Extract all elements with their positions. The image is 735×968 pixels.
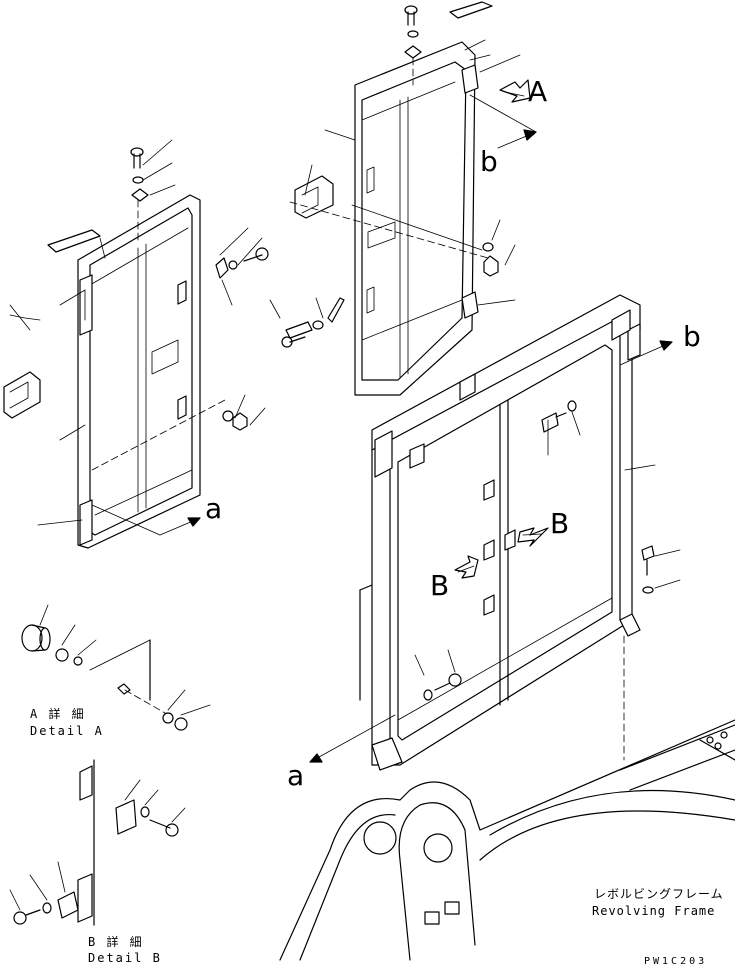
main-frame bbox=[359, 294, 641, 771]
arrow-label-b-upper: b bbox=[480, 145, 498, 178]
detail-b-title-en: Detail B bbox=[88, 951, 162, 965]
revolving-frame-label-jp: レボルビングフレーム bbox=[594, 887, 724, 901]
detail-a-drawing bbox=[21, 624, 188, 731]
arrow-label-b-right: b bbox=[683, 320, 701, 353]
view-arrow-label-B-left: B bbox=[430, 569, 450, 602]
detail-a-title-en: Detail A bbox=[30, 724, 104, 738]
revolving-frame-label-en: Revolving Frame bbox=[592, 904, 716, 918]
view-arrow-label-A: A bbox=[528, 75, 548, 108]
view-arrow-label-B-right: B bbox=[550, 507, 570, 540]
upper-door-panel bbox=[354, 41, 476, 396]
detail-a-title-jp: A 詳 細 bbox=[30, 707, 86, 721]
left-door-hardware bbox=[47, 147, 269, 431]
upper-door-hardware bbox=[281, 64, 499, 348]
leader-lines bbox=[9, 39, 681, 911]
left-door-handle bbox=[3, 371, 41, 419]
revolving-frame bbox=[279, 719, 735, 961]
detail-b-title-jp: B 詳 細 bbox=[88, 935, 144, 949]
arrow-label-a-upper: a bbox=[205, 492, 223, 525]
upper-door-handle bbox=[294, 175, 334, 219]
drawing-code: PW1C203 bbox=[644, 956, 708, 967]
left-door-panel bbox=[77, 194, 201, 549]
view-arrows bbox=[91, 79, 673, 763]
detail-b-drawing bbox=[13, 759, 179, 926]
top-bolt-stack bbox=[404, 1, 493, 86]
frame-latches bbox=[409, 443, 516, 616]
arrow-label-a-lower: a bbox=[287, 759, 305, 792]
frame-hardware bbox=[423, 400, 655, 701]
